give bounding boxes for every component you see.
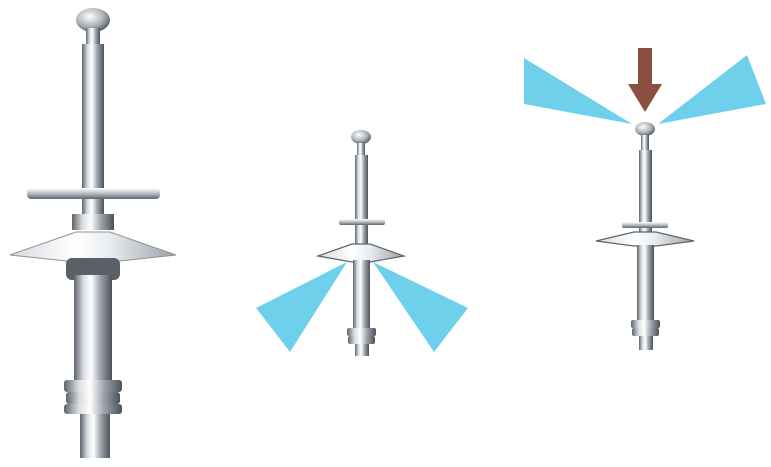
upper-stem	[639, 150, 652, 242]
lower-stem	[353, 260, 370, 332]
nut-ring-1	[64, 380, 122, 392]
lower-stem	[74, 275, 112, 385]
small-sprinkler-nozzle	[256, 130, 468, 356]
spray-cone-icon	[658, 55, 766, 124]
down-arrow-icon	[628, 48, 662, 112]
nut-ring-2	[632, 328, 659, 336]
nut-ring-2	[348, 336, 375, 344]
nozzle-tip	[635, 122, 655, 136]
cross-bar	[622, 222, 668, 228]
nut-ring-1	[631, 320, 660, 328]
cross-bar	[27, 188, 160, 199]
cross-bar	[339, 219, 385, 225]
nozzle-tip	[351, 130, 371, 144]
deflector-disc	[318, 244, 404, 262]
large-sprinkler-nozzle	[10, 8, 176, 458]
small-sprinkler-nozzle-pressed	[524, 48, 766, 350]
threaded-base	[639, 336, 653, 350]
deflector-disc	[10, 232, 176, 262]
nut-ring-2	[66, 392, 120, 404]
spray-cone-icon	[524, 58, 632, 124]
deflector-disc	[596, 232, 694, 246]
threaded-base	[80, 414, 110, 458]
spray-cone-icon	[256, 262, 347, 352]
upper-collar	[72, 214, 114, 230]
upper-stem	[355, 155, 368, 245]
nut-ring-3	[64, 404, 122, 414]
nozzle-neck	[86, 28, 100, 46]
spray-cone-icon	[373, 262, 468, 352]
nozzle-neck	[357, 143, 365, 157]
threaded-base	[355, 344, 369, 356]
nut-ring-1	[347, 328, 376, 336]
lower-stem	[637, 245, 654, 323]
